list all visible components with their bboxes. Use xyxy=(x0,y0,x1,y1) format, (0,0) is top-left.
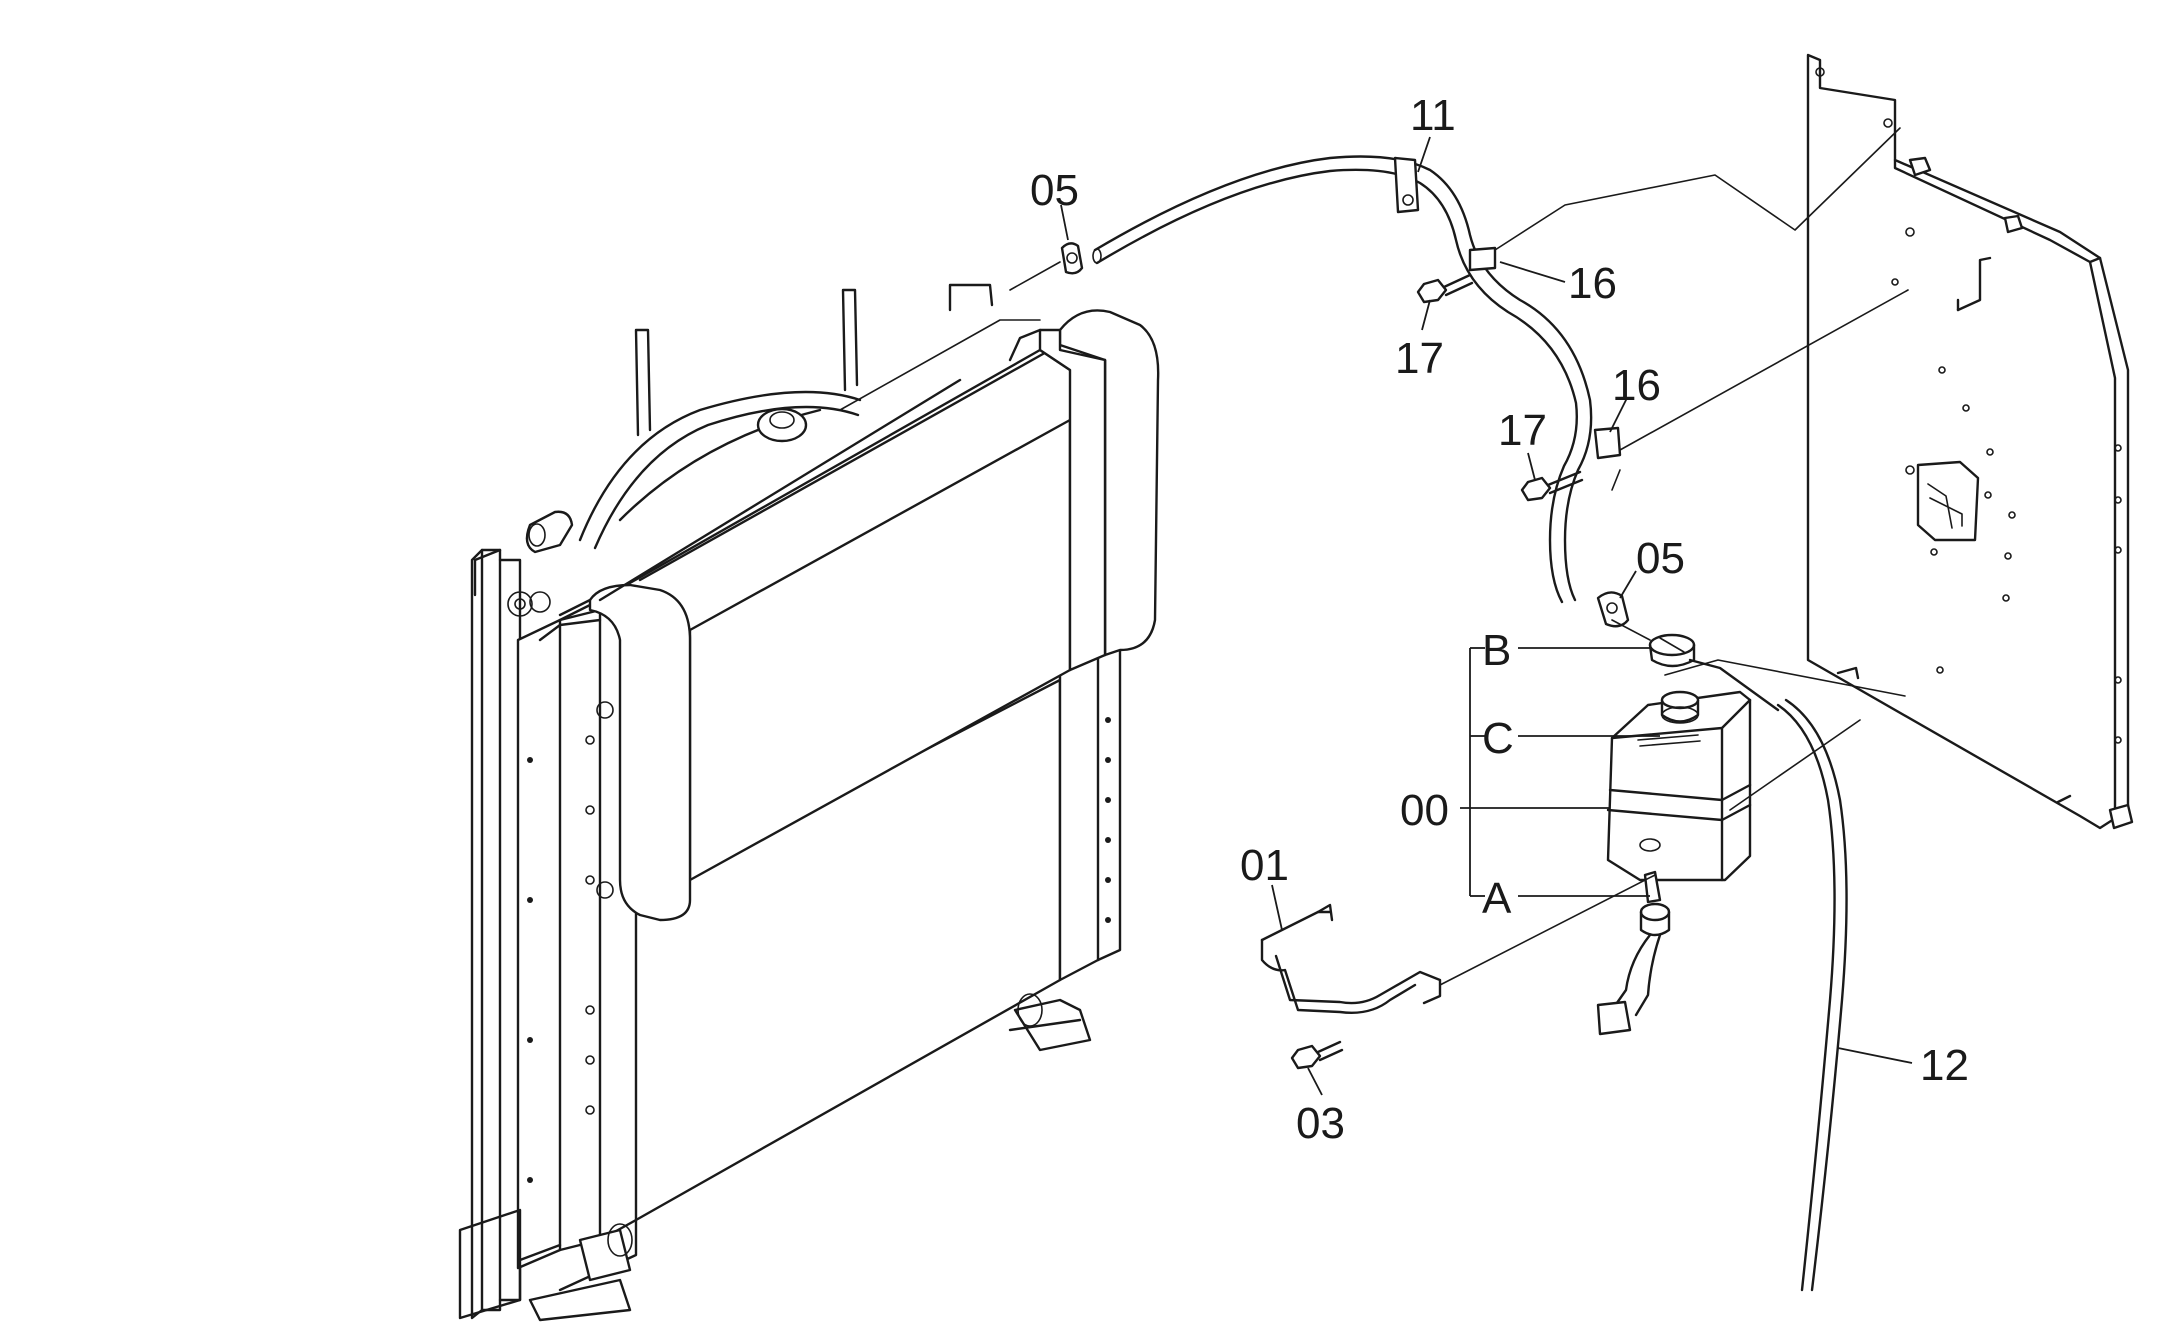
callout-16-lower: 16 xyxy=(1612,361,1661,410)
bolt-17-upper xyxy=(1416,273,1474,304)
assembly-lines xyxy=(1009,127,1909,986)
callout-00: 00 xyxy=(1400,786,1449,835)
callout-05-lower: 05 xyxy=(1636,534,1685,583)
reserve-tank xyxy=(1606,633,1780,882)
callout-12: 12 xyxy=(1920,1041,1969,1090)
callout-11: 11 xyxy=(1410,91,1456,140)
callout-05-upper: 05 xyxy=(1030,166,1079,215)
leader-lines xyxy=(1060,136,1913,1096)
callout-C: C xyxy=(1482,714,1514,763)
drain-hose-12 xyxy=(1776,698,1848,1292)
hose-clamp-05-lower xyxy=(1596,591,1630,628)
callout-A: A xyxy=(1482,874,1512,923)
callout-B: B xyxy=(1482,626,1511,675)
hose-clamp-05-upper xyxy=(1060,242,1084,275)
callout-01: 01 xyxy=(1240,841,1289,890)
callout-03: 03 xyxy=(1296,1099,1345,1148)
callout-17-lower: 17 xyxy=(1498,406,1547,455)
callout-16-upper: 16 xyxy=(1568,259,1617,308)
mounting-plate xyxy=(1806,53,2134,830)
side-plate-holes xyxy=(527,735,595,1183)
level-sensor xyxy=(1596,870,1671,1036)
tank-bracket-01 xyxy=(1260,903,1442,1014)
overflow-hose-11 xyxy=(1092,155,1622,604)
callout-labels: 11 05 16 17 16 17 05 B C 00 A 01 03 12 xyxy=(1030,91,1969,1148)
bolt-03 xyxy=(1290,1040,1344,1070)
callout-17-upper: 17 xyxy=(1395,334,1444,383)
bolt-17-lower xyxy=(1520,470,1584,502)
radiator-assembly xyxy=(458,283,1160,1322)
